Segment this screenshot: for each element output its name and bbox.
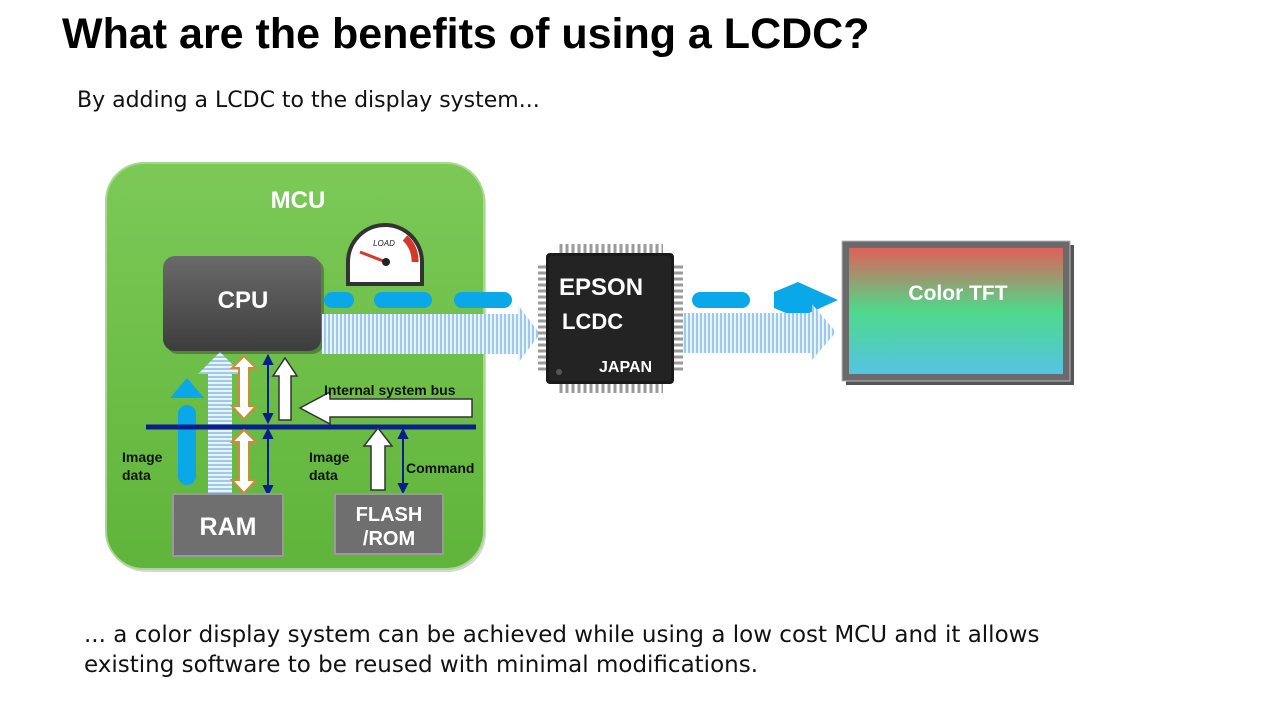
ram-block: RAM bbox=[172, 493, 284, 557]
bus-label: Internal system bus bbox=[324, 382, 456, 398]
flash-to-bus-arrow bbox=[362, 426, 394, 491]
gauge-label: LOAD bbox=[373, 239, 395, 248]
command-label: Command bbox=[406, 460, 474, 476]
ram-bus-control-line bbox=[262, 427, 274, 497]
ram-label: RAM bbox=[200, 513, 257, 541]
mcu-label: MCU bbox=[271, 187, 326, 214]
cpu-label: CPU bbox=[218, 287, 269, 314]
flash-label-line1: FLASH bbox=[356, 504, 423, 526]
image-data-right-line2: data bbox=[309, 467, 338, 483]
chip-brand: EPSON bbox=[559, 274, 643, 301]
chip-origin: JAPAN bbox=[599, 359, 652, 376]
load-gauge-icon: LOAD bbox=[346, 223, 424, 286]
display-label: Color TFT bbox=[908, 282, 1007, 305]
cpu-bus-control-line bbox=[262, 353, 274, 425]
flash-rom-block: FLASH /ROM bbox=[334, 493, 444, 555]
bus-to-cpu-arrow bbox=[271, 356, 299, 421]
command-line bbox=[397, 427, 409, 495]
bus-left-arrow bbox=[298, 390, 473, 426]
color-tft-display: Color TFT bbox=[841, 240, 1074, 385]
image-data-left-line2: data bbox=[122, 467, 151, 483]
lcdc-to-tft-arrow bbox=[682, 304, 836, 360]
cpu-bus-bidirectional-arrow bbox=[229, 354, 259, 421]
cpu-block: CPU bbox=[163, 256, 324, 354]
flash-label-line2: /ROM bbox=[363, 528, 415, 550]
slide-conclusion: ... a color display system can be achiev… bbox=[84, 620, 1204, 680]
slide-title: What are the benefits of using a LCDC? bbox=[62, 10, 870, 58]
conclusion-line-1: ... a color display system can be achiev… bbox=[84, 622, 1040, 648]
cpu-to-lcdc-arrow bbox=[322, 305, 540, 363]
conclusion-line-2: existing software to be reused with mini… bbox=[84, 652, 759, 678]
image-data-left-line1: Image bbox=[122, 449, 163, 465]
lcdc-chip-icon: EPSON LCDC JAPAN bbox=[538, 244, 683, 393]
chip-name: LCDC bbox=[562, 309, 623, 334]
slide-subtitle: By adding a LCDC to the display system..… bbox=[77, 88, 540, 113]
image-data-right-line1: Image bbox=[309, 449, 350, 465]
